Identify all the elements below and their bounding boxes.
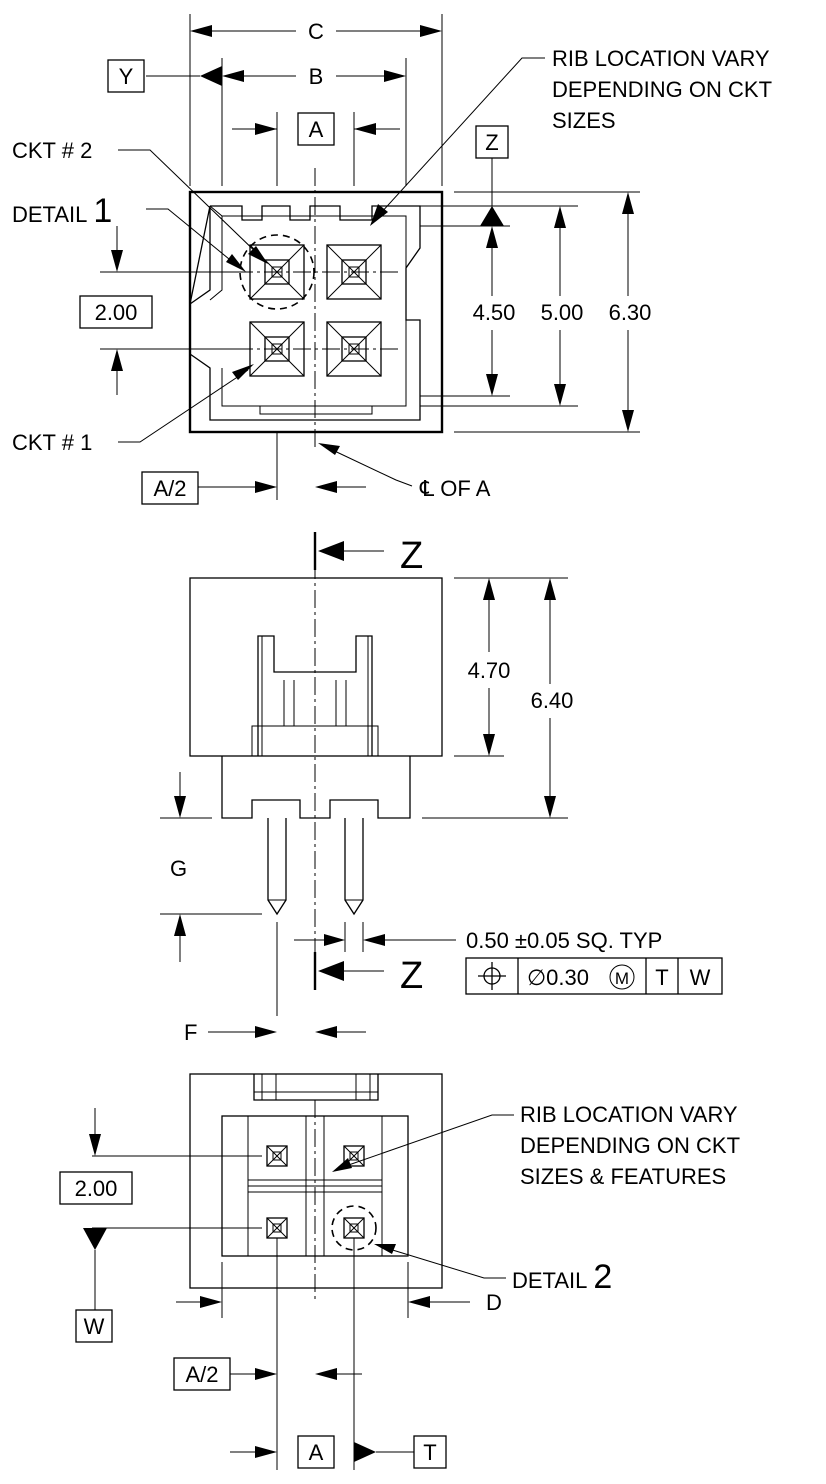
side-housing (189, 577, 443, 757)
rib-note-bottom-1: RIB LOCATION VARY (520, 1102, 738, 1127)
dim-500: 5.00 (541, 300, 584, 325)
fcf-datum-1: T (655, 965, 668, 990)
pin-note: 0.50 ±0.05 SQ. TYP (466, 928, 662, 953)
feature-control-frame: ∅0.30 M T W (465, 957, 723, 995)
dim-g: G (170, 856, 187, 881)
datum-t: T (423, 1440, 436, 1465)
dim-d: D (486, 1290, 502, 1315)
dim-a-top: A (309, 117, 324, 142)
section-z-bottom: Z (400, 955, 423, 997)
detail-1-circle (239, 234, 315, 310)
bottom-view: 2.00 W RIB LOCATION VARY DEPENDING ON CKT… (59, 1073, 740, 1470)
detail-1-num: 1 (93, 192, 112, 230)
mmc-modifier-icon (609, 964, 635, 990)
dim-470: 4.70 (468, 658, 511, 683)
dim-450: 4.50 (473, 300, 516, 325)
rib-note-bottom-2: DEPENDING ON CKT (520, 1133, 740, 1158)
datum-w: W (84, 1314, 105, 1339)
detail-2-num: 2 (593, 1258, 612, 1296)
detail-2-label: DETAIL (512, 1268, 587, 1293)
rib-note-top-2: DEPENDING ON CKT (552, 77, 772, 102)
dim-b: B (309, 64, 324, 89)
fcf-tolerance: ∅0.30 (527, 965, 589, 990)
datum-z: Z (485, 130, 498, 155)
rib-note-top-3: SIZES (552, 108, 616, 133)
ckt-1-label: CKT # 1 (12, 430, 92, 455)
rib-note-bottom-3: SIZES & FEATURES (520, 1164, 726, 1189)
section-z-top: Z (400, 535, 423, 577)
top-housing-outer (188, 190, 444, 434)
dim-f: F (184, 1020, 197, 1045)
dim-640: 6.40 (531, 688, 574, 713)
bottom-housing (189, 1073, 443, 1289)
centerline-note: ℄ OF A (419, 476, 491, 501)
pitch-box-bottom: 2.00 (75, 1176, 118, 1201)
fcf-datum-2: W (690, 965, 711, 990)
side-view: Z 4.70 6.40 G 0.50 ±0.05 SQ. TYP (160, 532, 723, 1045)
detail-1-label: DETAIL (12, 202, 87, 227)
half-a-top: A/2 (153, 476, 186, 501)
top-housing-inner (189, 205, 421, 421)
rib-note-top-1: RIB LOCATION VARY (552, 46, 770, 71)
detail-2-circle (331, 1205, 377, 1251)
fcf-modifier: M (615, 969, 629, 988)
top-view: C B Y A Z RIB LOCATION VARY DEPENDING ON … (12, 14, 772, 505)
dim-a-bottom: A (309, 1440, 324, 1465)
dim-630: 6.30 (609, 300, 652, 325)
dim-c: C (308, 19, 324, 44)
ckt-2-label: CKT # 2 (12, 138, 92, 163)
half-a-bottom: A/2 (185, 1362, 218, 1387)
datum-y: Y (119, 64, 134, 89)
pitch-box-top: 2.00 (95, 300, 138, 325)
